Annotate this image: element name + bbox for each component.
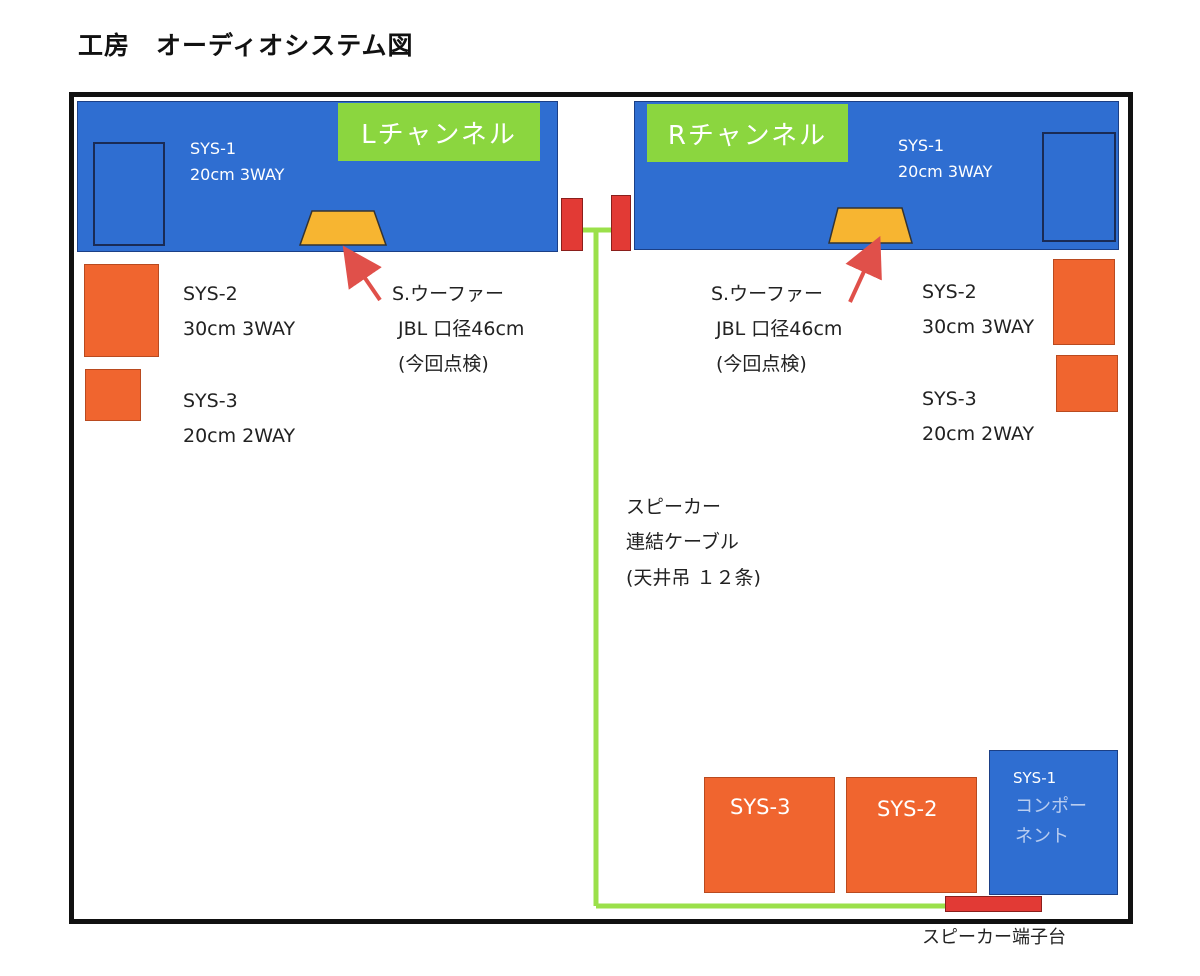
left-sys3-name: SYS-3 <box>183 390 238 412</box>
room-outline <box>69 92 1133 924</box>
right-woofer-line2: JBL 口径46cm <box>716 318 843 340</box>
right-woofer-line3: (今回点検) <box>716 353 807 375</box>
left-woofer-line3: (今回点検) <box>398 353 489 375</box>
speaker-terminal-label: スピーカー端子台 <box>922 927 1066 948</box>
left-sys2-name: SYS-2 <box>183 283 238 305</box>
bottom-sys3-unit <box>704 777 835 893</box>
right-channel-label: Rチャンネル <box>647 104 848 162</box>
bottom-sys2-unit <box>846 777 977 893</box>
left-sys1-cabinet <box>93 142 165 246</box>
right-sys2-spec: 30cm 3WAY <box>922 316 1035 338</box>
page-title: 工房 オーディオシステム図 <box>78 31 414 60</box>
right-sys1-cabinet <box>1042 132 1116 242</box>
left-channel-label: Lチャンネル <box>338 103 540 161</box>
right-sys3-spec: 20cm 2WAY <box>922 423 1035 445</box>
left-subwoofer <box>298 210 388 246</box>
left-sys2-spec: 30cm 3WAY <box>183 318 296 340</box>
left-sys2-speaker <box>84 264 159 357</box>
left-sys3-spec: 20cm 2WAY <box>183 425 296 447</box>
right-woofer-line1: S.ウーファー <box>711 283 823 305</box>
cable-line2: 連結ケーブル <box>626 531 739 553</box>
left-sys1-spec: 20cm 3WAY <box>190 165 285 184</box>
left-woofer-line1: S.ウーファー <box>392 283 504 305</box>
right-sys3-name: SYS-3 <box>922 388 977 410</box>
cable-line3: (天井吊 １２条) <box>626 567 761 589</box>
right-sys1-spec: 20cm 3WAY <box>898 162 993 181</box>
left-sys3-speaker <box>85 369 141 421</box>
bottom-sys2-label: SYS-2 <box>877 797 938 821</box>
right-sys3-speaker <box>1056 355 1118 412</box>
right-sys2-speaker <box>1053 259 1115 345</box>
bottom-sys1-name: SYS-1 <box>1013 769 1057 787</box>
speaker-terminal-block <box>945 896 1042 912</box>
bottom-sys1-line2: ネント <box>1015 826 1069 847</box>
left-woofer-arrow <box>342 245 382 302</box>
left-sys1-name: SYS-1 <box>190 139 237 158</box>
cable-line1: スピーカー <box>626 496 722 518</box>
bottom-sys1-line1: コンポー <box>1015 796 1087 817</box>
right-subwoofer <box>828 207 913 244</box>
bottom-sys1-component <box>989 750 1118 895</box>
bottom-sys3-label: SYS-3 <box>730 795 791 819</box>
left-cable-post <box>561 198 583 251</box>
left-woofer-line2: JBL 口径46cm <box>398 318 525 340</box>
right-sys1-name: SYS-1 <box>898 136 945 155</box>
right-cable-post <box>611 195 631 251</box>
right-sys2-name: SYS-2 <box>922 281 977 303</box>
right-woofer-arrow <box>845 235 882 303</box>
